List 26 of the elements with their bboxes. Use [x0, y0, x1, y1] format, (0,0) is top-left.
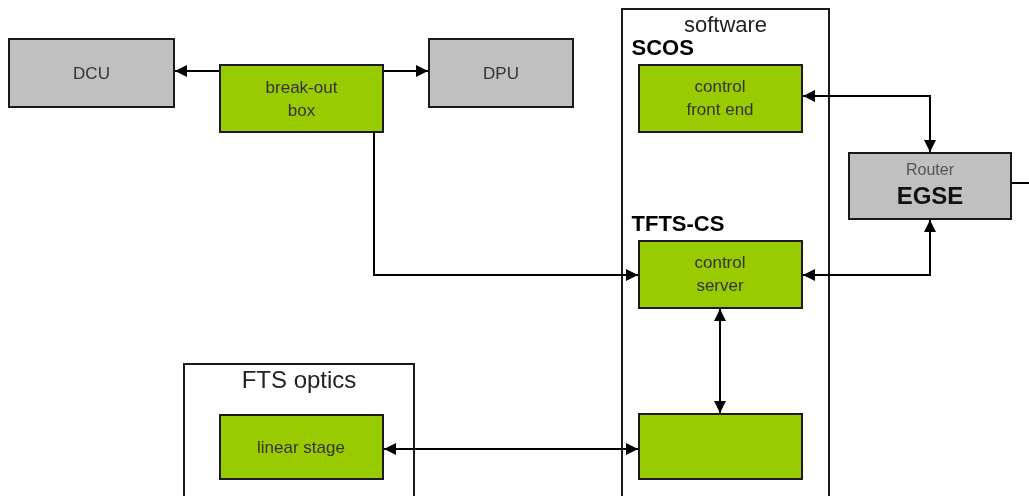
- unit-box: [8, 38, 175, 108]
- group-title: FTS optics: [240, 367, 358, 393]
- box-label: DPU: [482, 62, 520, 85]
- group-container: [621, 8, 830, 496]
- box-title: EGSE: [895, 182, 965, 210]
- arrow: [802, 219, 936, 281]
- box-label: control front end: [685, 76, 755, 121]
- arrow: [383, 65, 429, 77]
- box-label: DCU: [72, 62, 111, 85]
- process-box: [219, 64, 384, 133]
- arrow: [802, 90, 936, 153]
- arrow: [373, 132, 639, 281]
- process-box: [218, 413, 384, 480]
- box-label: break-out box: [264, 76, 339, 122]
- controller-box: [637, 412, 803, 480]
- box-label: linear stage: [256, 436, 346, 458]
- box-subtitle: Router: [905, 160, 955, 180]
- component-heading: TFTS-CS: [631, 210, 725, 237]
- arrow: [174, 65, 220, 77]
- router-box: [848, 152, 1012, 220]
- group-container: [183, 363, 415, 496]
- arrow: [714, 308, 726, 414]
- connector-line: [1011, 182, 1029, 184]
- unit-box: [428, 38, 574, 108]
- arrow: [383, 443, 639, 455]
- box-label: control server: [693, 252, 747, 297]
